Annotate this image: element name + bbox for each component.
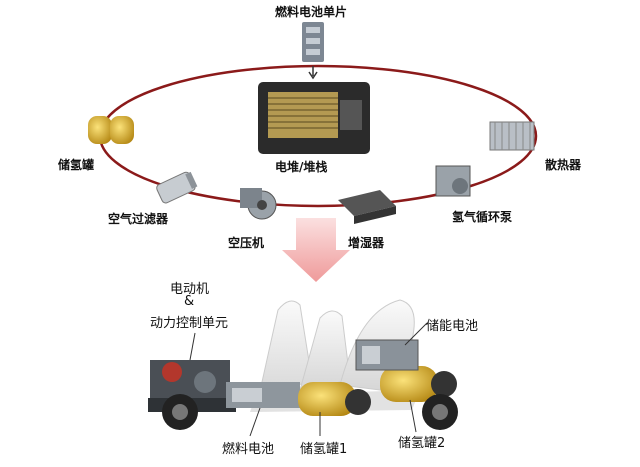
vehicle-wheels-image [162,394,458,430]
storage-battery-image [355,339,419,371]
label-fuel-cell-unit: 燃料电池单片 [275,5,348,19]
label-vehicle-fuel-cell: 燃料电池 [222,442,275,457]
label-radiator: 散热器 [545,158,582,172]
label-motor-line2: & [184,294,195,309]
label-tank-2: 储氢罐2 [398,436,446,451]
tank-1-image [298,382,371,416]
label-air-filter: 空气过滤器 [108,212,169,226]
down-arrow-icon [308,66,318,80]
label-stack: 电堆/堆栈 [275,160,328,174]
label-hydrogen-pump: 氢气循环泵 [452,210,513,224]
humidifier-image [338,190,396,224]
fuel-cell-unit-image [302,22,324,62]
label-motor-line1: 电动机 [170,282,210,297]
vehicle-fuel-cell-image [226,382,300,408]
label-motor-line3: 动力控制单元 [150,316,229,331]
label-humidifier: 增湿器 [348,236,385,250]
hydrogen-tank-image [88,116,134,144]
radiator-image [489,121,535,151]
label-hydrogen-tank: 储氢罐 [58,158,95,172]
label-tank-1: 储氢罐1 [300,442,348,457]
label-storage-battery: 储能电池 [426,319,479,334]
stack-image [258,82,370,154]
leader-lines [189,322,428,437]
tank-2-image [380,366,457,402]
hydrogen-pump-image [435,165,471,197]
big-down-arrow-icon [282,218,350,282]
label-compressor: 空压机 [228,236,265,250]
air-filter-image [156,171,198,204]
compressor-image [240,188,277,220]
